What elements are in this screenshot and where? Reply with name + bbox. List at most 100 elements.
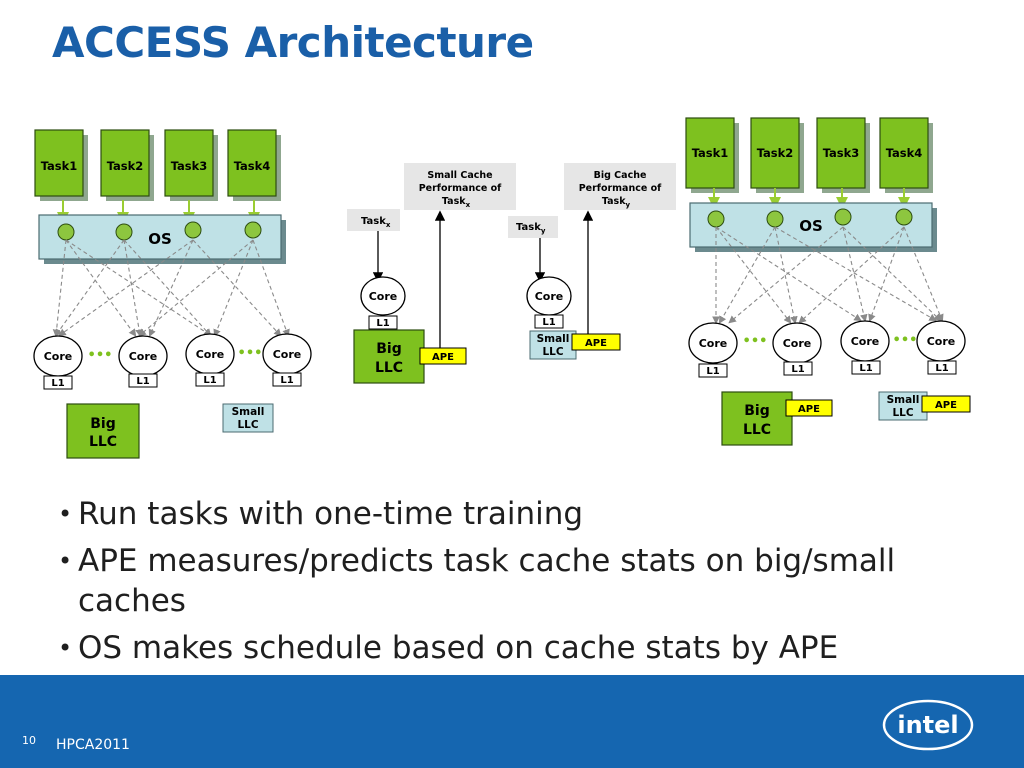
svg-text:Core: Core	[369, 290, 398, 303]
bullet-list: •Run tasks with one-time training •APE m…	[58, 494, 958, 675]
svg-text:OS: OS	[799, 217, 823, 235]
right-small-llc: Small LLC	[878, 391, 928, 421]
right-core-3: Core	[840, 320, 890, 362]
middle-ape-2: APE	[571, 333, 621, 351]
task-label: Task2	[107, 159, 144, 173]
intel-logo-icon: intel	[882, 699, 974, 751]
svg-text:Core: Core	[927, 335, 956, 348]
left-l1-2: L1	[128, 373, 158, 388]
small-cache-perf-box: Small Cache Performance of Taskx	[404, 163, 516, 210]
big-cache-perf-box: Big Cache Performance of Tasky	[564, 163, 676, 210]
svg-text:Small: Small	[232, 406, 265, 418]
svg-text:LLC: LLC	[375, 360, 403, 376]
svg-text:Big: Big	[376, 341, 402, 357]
right-l1-3: L1	[851, 360, 881, 375]
right-task-1: Task1	[685, 117, 739, 193]
task-x-box: Taskx	[347, 209, 400, 231]
bullet-item: •APE measures/predicts task cache stats …	[58, 543, 896, 619]
svg-text:L1: L1	[203, 375, 216, 386]
svg-text:Small Cache: Small Cache	[427, 170, 492, 181]
left-task-4: Task4	[227, 129, 281, 201]
left-task-1: Task1	[34, 129, 88, 201]
left-core-1: Core	[33, 335, 83, 377]
svg-text:Small: Small	[887, 394, 920, 406]
svg-text:L1: L1	[280, 375, 293, 386]
svg-text:L1: L1	[542, 317, 555, 328]
left-l1-4: L1	[272, 372, 302, 387]
right-l1-4: L1	[927, 360, 957, 375]
svg-text:Core: Core	[273, 348, 302, 361]
ellipsis: •••	[238, 346, 263, 361]
middle-diagram: Taskx Small Cache Performance of Taskx C…	[347, 163, 676, 384]
middle-l1-y: L1	[534, 314, 564, 329]
left-core-2: Core	[118, 335, 168, 377]
right-core-4: Core	[916, 320, 966, 362]
svg-text:Tasky: Tasky	[602, 196, 631, 209]
architecture-diagram: Task1 Task2 Task3 Task4	[33, 117, 971, 459]
task-label: Task1	[41, 159, 78, 173]
right-core-1: Core	[688, 322, 738, 364]
svg-text:intel: intel	[897, 711, 958, 739]
svg-text:Performance of: Performance of	[419, 183, 502, 194]
svg-text:Task3: Task3	[823, 146, 860, 160]
svg-text:L1: L1	[859, 363, 872, 374]
svg-text:•••: •••	[743, 334, 768, 349]
svg-text:APE: APE	[935, 400, 957, 411]
right-big-llc: Big LLC	[721, 391, 793, 446]
svg-text:Taskx: Taskx	[442, 196, 471, 209]
svg-text:LLC: LLC	[743, 422, 771, 438]
left-task-2: Task2	[100, 129, 154, 201]
svg-text:Tasky: Tasky	[516, 222, 546, 235]
svg-text:Core: Core	[535, 290, 564, 303]
middle-big-llc: Big LLC	[353, 329, 425, 384]
svg-text:LLC: LLC	[542, 346, 563, 358]
svg-text:Core: Core	[129, 350, 158, 363]
svg-text:Core: Core	[196, 348, 225, 361]
svg-text:Task4: Task4	[886, 146, 923, 160]
task-label: Task4	[234, 159, 271, 173]
svg-text:L1: L1	[136, 376, 149, 387]
right-ape-2: APE	[921, 395, 971, 413]
middle-core-y: Core	[526, 276, 572, 316]
right-ape-1: APE	[785, 399, 833, 417]
middle-small-llc: Small LLC	[529, 330, 577, 360]
svg-text:L1: L1	[706, 366, 719, 377]
page-number: 10	[22, 734, 36, 747]
svg-text:Task1: Task1	[692, 146, 729, 160]
svg-text:•••: •••	[893, 333, 918, 348]
right-l1-1: L1	[698, 363, 728, 378]
svg-text:L1: L1	[791, 364, 804, 375]
middle-ape-1: APE	[419, 347, 467, 365]
middle-core-x: Core	[360, 276, 406, 316]
svg-text:Big: Big	[90, 416, 116, 432]
task-y-box: Tasky	[508, 216, 558, 238]
svg-text:Core: Core	[44, 350, 73, 363]
svg-text:LLC: LLC	[237, 419, 258, 431]
left-task-3: Task3	[164, 129, 218, 201]
left-core-4: Core	[262, 333, 312, 375]
svg-text:Core: Core	[783, 337, 812, 350]
left-os-box: OS	[38, 214, 286, 264]
right-task-3: Task3	[816, 117, 870, 193]
left-big-llc: Big LLC	[66, 403, 140, 459]
left-l1-3: L1	[195, 372, 225, 387]
right-core-2: Core	[772, 322, 822, 364]
ellipsis: •••	[88, 348, 113, 363]
svg-text:Big Cache: Big Cache	[594, 170, 647, 181]
svg-text:L1: L1	[935, 363, 948, 374]
svg-text:APE: APE	[432, 352, 454, 363]
right-diagram: Task1 Task2 Task3 Task4 OS	[685, 117, 971, 446]
svg-text:L1: L1	[51, 378, 64, 389]
os-label: OS	[148, 230, 172, 248]
svg-text:Performance of: Performance of	[579, 183, 662, 194]
svg-text:APE: APE	[585, 338, 607, 349]
left-diagram: Task1 Task2 Task3 Task4	[33, 129, 312, 459]
svg-text:Small: Small	[537, 333, 570, 345]
right-task-4: Task4	[879, 117, 933, 193]
svg-text:Core: Core	[699, 337, 728, 350]
middle-l1-x: L1	[368, 315, 398, 330]
slide-title: ACCESS Architecture	[52, 18, 534, 67]
left-l1-1: L1	[43, 375, 73, 390]
bullet-item: •Run tasks with one-time training	[58, 496, 584, 532]
left-small-llc: Small LLC	[222, 403, 274, 433]
